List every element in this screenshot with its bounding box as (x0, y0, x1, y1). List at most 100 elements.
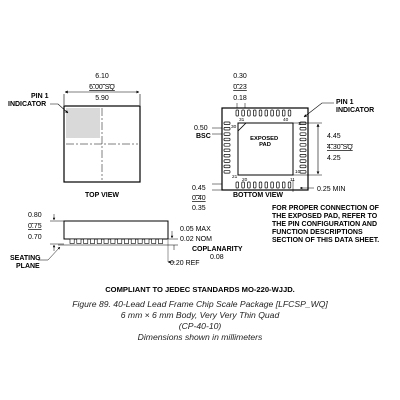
bottom-lead (287, 181, 292, 189)
exposed-pad-note: FOR PROPER CONNECTION OF THE EXPOSED PAD… (272, 205, 381, 244)
right-lead (299, 143, 307, 147)
right-lead (299, 121, 307, 125)
bottom-lead (247, 181, 251, 189)
side-view: 0.80 0.75 0.70 SEATING PLANE 0.05 MAX 0.… (10, 212, 243, 270)
top-view-label: TOP VIEW (85, 192, 119, 199)
bottom-lead (235, 181, 239, 189)
side-lead (144, 238, 150, 244)
left-lead (223, 164, 231, 169)
bottom-lead (264, 181, 268, 189)
pin-number-40: 40 (283, 117, 289, 123)
left-lead (223, 148, 231, 152)
standoff-nom: 0.02 NOM (180, 236, 212, 243)
caption-line-1: Figure 89. 40-Lead Lead Frame Chip Scale… (72, 299, 328, 309)
ref-dimension: 0.20 REF (170, 260, 200, 267)
bottom-pin1-label: PIN 1 INDICATOR (336, 99, 374, 114)
coplanarity-label: COPLANARITY (192, 246, 243, 253)
top-lead (253, 109, 257, 117)
bottom-lead (241, 181, 245, 189)
side-lead (117, 238, 123, 244)
top-lead (241, 109, 245, 117)
lead-width-max: 0.30 (233, 73, 247, 80)
right-lead (299, 137, 307, 142)
lead-length-nom: 0.40 (192, 195, 206, 202)
top-lead (258, 109, 263, 117)
lead-length-max: 0.45 (192, 185, 206, 192)
side-lead (103, 238, 109, 244)
bottom-view: 0.30 0.23 0.18 EXPOSED PAD 1 10 11 20 21… (192, 73, 381, 244)
pin-number-21: 21 (232, 174, 238, 180)
right-lead (299, 127, 307, 131)
seating-plane-label: SEATING PLANE (10, 255, 43, 270)
bottom-view-label: BOTTOM VIEW (233, 192, 283, 199)
right-lead (299, 148, 307, 152)
left-lead (223, 154, 231, 158)
top-width-nom: 6.00 SQ (89, 84, 115, 91)
lead-length-min: 0.35 (192, 205, 206, 212)
side-lead (158, 238, 163, 244)
right-lead (299, 154, 307, 158)
bottom-lead (282, 181, 286, 189)
top-pin1-label: PIN 1 INDICATOR (8, 93, 50, 108)
right-lead (299, 164, 307, 169)
left-lead (223, 143, 231, 147)
pin-number-31: 31 (239, 117, 245, 123)
side-lead (83, 238, 89, 244)
left-lead (223, 127, 231, 131)
caption-line-2: 6 mm × 6 mm Body, Very Very Thin Quad (120, 310, 280, 320)
bottom-lead (276, 181, 280, 189)
figure-caption: Figure 89. 40-Lead Lead Frame Chip Scale… (0, 299, 400, 343)
exposed-pad (237, 122, 294, 176)
top-lead (235, 109, 239, 117)
pad-size-min: 4.25 (327, 155, 341, 162)
lead-width-nom: 0.23 (233, 84, 247, 91)
caption-line-4: Dimensions shown in millimeters (137, 332, 263, 342)
pin-number-10: 10 (295, 169, 301, 175)
pin-number-30: 30 (231, 124, 237, 130)
side-lead (76, 238, 82, 244)
pin1-indicator-area (66, 108, 100, 138)
standoff-max: 0.05 MAX (180, 226, 211, 233)
left-lead (223, 132, 231, 136)
side-lead (130, 238, 136, 244)
side-lead (151, 238, 157, 244)
side-lead (124, 238, 129, 244)
lead-array (223, 109, 307, 189)
side-package-body (63, 220, 169, 240)
min-clearance: 0.25 MIN (317, 186, 345, 193)
top-lead (276, 109, 280, 117)
right-lead (299, 159, 307, 163)
top-lead (270, 109, 274, 117)
pad-size-nom: 4.30 SQ (327, 144, 353, 151)
side-lead (69, 238, 75, 244)
height-min: 0.70 (28, 234, 42, 241)
pitch-bsc: BSC (196, 133, 211, 140)
caption-line-3: (CP-40-10) (178, 321, 222, 331)
side-lead (96, 238, 102, 244)
bottom-lead (270, 181, 274, 189)
pin-number-20: 20 (242, 177, 248, 183)
left-lead (223, 137, 231, 142)
side-lead (90, 238, 95, 244)
top-width-min: 5.90 (95, 95, 109, 102)
pad-size-max: 4.45 (327, 133, 341, 140)
pitch-value: 0.50 (194, 125, 208, 132)
bottom-lead (258, 181, 263, 189)
side-lead (110, 238, 116, 244)
bottom-lead (253, 181, 257, 189)
jedec-compliance-note: COMPLIANT TO JEDEC STANDARDS MO-220-WJJD… (105, 285, 295, 294)
left-lead (223, 170, 231, 174)
exposed-pad-label: EXPOSED PAD (250, 136, 280, 148)
side-lead-array (69, 238, 163, 244)
right-lead (299, 132, 307, 136)
top-lead (282, 109, 286, 117)
pin-number-11: 11 (290, 177, 295, 183)
top-view: 6.10 6.00 SQ 5.90 PIN 1 INDICATOR TOP VI… (8, 73, 141, 199)
side-lead (137, 238, 143, 244)
height-max: 0.80 (28, 212, 42, 219)
lead-width-min: 0.18 (233, 95, 247, 102)
top-lead (247, 109, 251, 117)
height-nom: 0.75 (28, 223, 42, 230)
left-lead (223, 159, 231, 163)
